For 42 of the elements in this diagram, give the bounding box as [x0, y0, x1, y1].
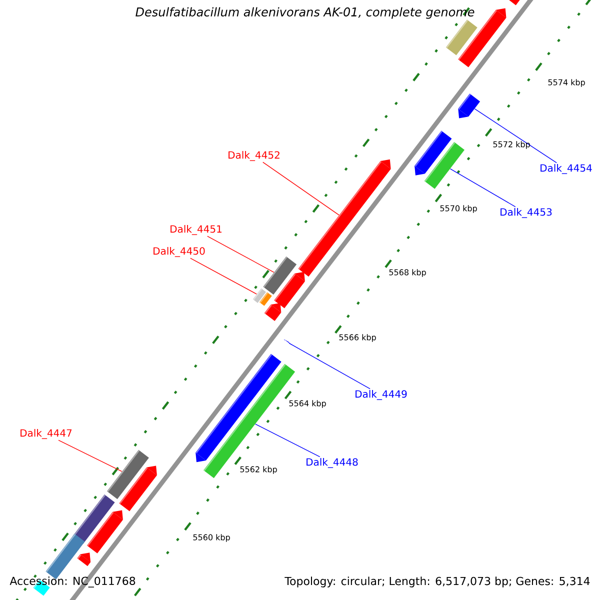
gene-block: [284, 339, 292, 346]
gene-block: [259, 292, 272, 306]
scale-label: 5560 kbp: [193, 534, 230, 542]
gene-block: [119, 466, 157, 512]
leader-line: [474, 108, 557, 164]
gene-block: [424, 142, 464, 189]
gene-block: [298, 159, 391, 277]
gene-label: Dalk_4447: [20, 429, 72, 439]
gene-label: Dalk_4454: [540, 164, 592, 174]
gene-label: Dalk_4453: [500, 208, 552, 218]
scale-label: 5574 kbp: [548, 79, 585, 87]
leader-line: [190, 258, 257, 294]
gene-block: [263, 256, 297, 295]
leader-line: [207, 236, 274, 273]
gene-block: [414, 130, 452, 176]
leader-line: [255, 424, 320, 458]
gene-label: Dalk_4449: [356, 390, 407, 400]
gene-block: [107, 450, 149, 500]
gene-label: Dalk_4450: [154, 247, 205, 257]
scale-label: 5568 kbp: [389, 269, 426, 277]
title: Desulfatibacillum alkenivorans AK-01, complete genome: [136, 7, 474, 19]
gene-block: [86, 510, 123, 554]
leader-line: [58, 440, 122, 472]
gene-label: Dalk_4448: [306, 458, 358, 468]
info-text: Topology: circular; Length: 6,517,073 bp; Genes: 5,314: [284, 576, 590, 588]
leader-line: [288, 342, 370, 390]
leader-line: [262, 162, 340, 216]
scale-label: 5566 kbp: [339, 334, 376, 342]
gene-block: [274, 272, 305, 308]
info-text: Accession: NC_011768: [10, 576, 136, 588]
gene-block: [458, 94, 480, 118]
scale-label: 5564 kbp: [289, 400, 326, 408]
gene-block: [196, 354, 282, 462]
gene-block: [77, 552, 91, 566]
gene-block: [264, 303, 282, 322]
gene-block: [446, 20, 478, 56]
gene-label: Dalk_4452: [228, 151, 280, 161]
scale-label: 5570 kbp: [440, 205, 477, 213]
gene-label: Dalk_4451: [170, 225, 222, 235]
scale-label: 5572 kbp: [493, 141, 530, 149]
leader-line: [450, 168, 516, 208]
scale-label: 5562 kbp: [240, 466, 277, 474]
